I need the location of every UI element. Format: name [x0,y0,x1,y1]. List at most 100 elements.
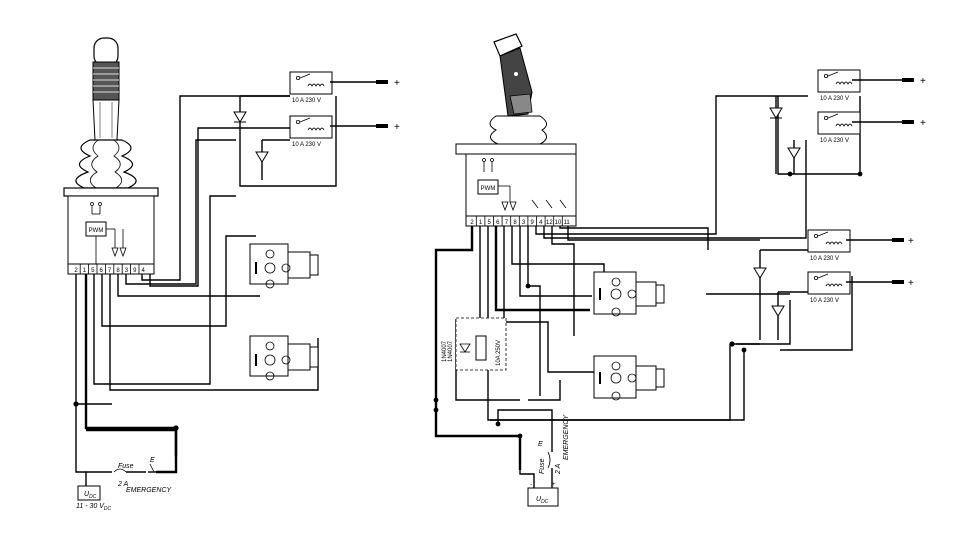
relay-coil [835,123,853,127]
relay-coil [825,283,843,287]
left-terminal-8: 8 [116,268,120,274]
relay-rating: 10 A 230 V [292,142,321,148]
right-relay-4: 10 A 230 V [807,271,851,304]
relay-contact [295,76,300,81]
right-plus-4: + [908,278,914,289]
left-terminal-7: 7 [108,268,112,274]
relay-coil [835,81,853,85]
right-fuse-rating: 2 A [555,463,562,475]
relay-switch [299,117,311,123]
right-diode-label-2: 1N4007 [448,340,454,362]
relay-body [817,69,861,93]
right-fuse-label: Fuse [539,458,546,474]
left-connector-2 [249,335,319,381]
relay-body [807,229,851,253]
right-diode-label-1: 1N4007 [442,340,448,362]
relay-contact [824,116,829,121]
relay-rating: 10 A 230 V [292,98,321,104]
right-terminal-8: 8 [513,220,517,226]
relay-body [289,115,333,139]
right-terminal-11: 11 [563,220,570,226]
left-fuse-rating: 2 A [117,481,129,488]
relay-switch [817,231,829,237]
left-terminal-3: 3 [125,268,129,274]
left-emergency: EMERGENCY [126,487,172,494]
right-e-mark: E [538,441,543,448]
right-plus-1: + [920,76,926,87]
left-diodes [233,95,337,187]
right-diodes [753,96,808,340]
relay-coil [307,127,325,131]
left-terminal-6: 6 [100,268,104,274]
right-relays: 10 A 230 V 10 A 230 V 10 A 230 V 10 A 230 V [807,69,861,304]
left-connector-1 [249,243,319,289]
right-terminal-7: 7 [505,220,509,226]
relay-coil [307,83,325,87]
right-relay-2: 10 A 230 V [817,111,861,144]
relay-rating: 10 A 230 V [810,256,839,262]
right-terminal-10: 10 [555,220,562,226]
relay-switch [827,71,839,77]
right-connector-2 [593,355,665,401]
right-terminal-2: 2 [470,220,474,226]
left-outputs: + + [330,78,400,133]
right-pwm-label: PWM [481,186,496,192]
left-fuse-label: Fuse [118,463,134,470]
relay-switch [827,113,839,119]
relay-coil [825,241,843,245]
right-terminal-6: 6 [496,220,500,226]
left-terminal-1: 1 [83,268,87,274]
right-relay-mid-label: 10A 250V [496,340,502,366]
right-supply: UDC - + Fuse 2 A E EMERGENCY [497,409,570,507]
relay-rating: 10 A 230 V [820,138,849,144]
right-plus-2: + [920,118,926,129]
left-plus-1: + [394,78,400,89]
right-suppression-module: 1N4007 1N4007 10A 250V [442,317,507,371]
right-relay-1: 10 A 230 V [817,69,861,102]
right-terminal-12: 12 [546,220,553,226]
right-terminal-4: 4 [539,220,543,226]
relay-contact [814,275,819,280]
right-minus: - [530,482,532,488]
left-voltage-range: 11 - 30 VDC [76,503,112,512]
right-wires [433,95,863,470]
left-pwm-label: PWM [89,228,104,234]
right-terminal-5: 5 [488,220,492,226]
right-plus-supply: + [552,482,556,488]
left-relay-1: 10 A 230 V [289,71,333,104]
left-joystick [63,37,159,197]
relay-switch [299,73,311,79]
right-joystick [455,33,577,155]
left-supply-u: UDC [84,491,97,500]
right-terminal-9: 9 [531,220,535,226]
left-relays: 10 A 230 V 10 A 230 V [289,71,333,148]
left-terminal-9: 9 [133,268,137,274]
left-plus-2: + [394,122,400,133]
relay-contact [824,74,829,79]
relay-body [807,271,851,295]
left-e-mark: E [150,457,155,464]
right-terminal-1: 1 [479,220,483,226]
right-relay-3: 10 A 230 V [807,229,851,262]
right-connector-1 [593,271,665,317]
relay-contact [295,120,300,125]
relay-body [289,71,333,95]
left-terminal-4: 4 [142,268,146,274]
relay-switch [817,273,829,279]
right-outputs: + + + + [846,76,926,289]
right-terminal-3: 3 [522,220,526,226]
relay-rating: 10 A 230 V [810,298,839,304]
relay-contact [814,233,819,238]
left-relay-2: 10 A 230 V [289,115,333,148]
relay-body [817,111,861,135]
right-plus-3: + [908,236,914,247]
left-terminal-2: 2 [74,268,78,274]
right-supply-u: UDC [536,496,549,505]
